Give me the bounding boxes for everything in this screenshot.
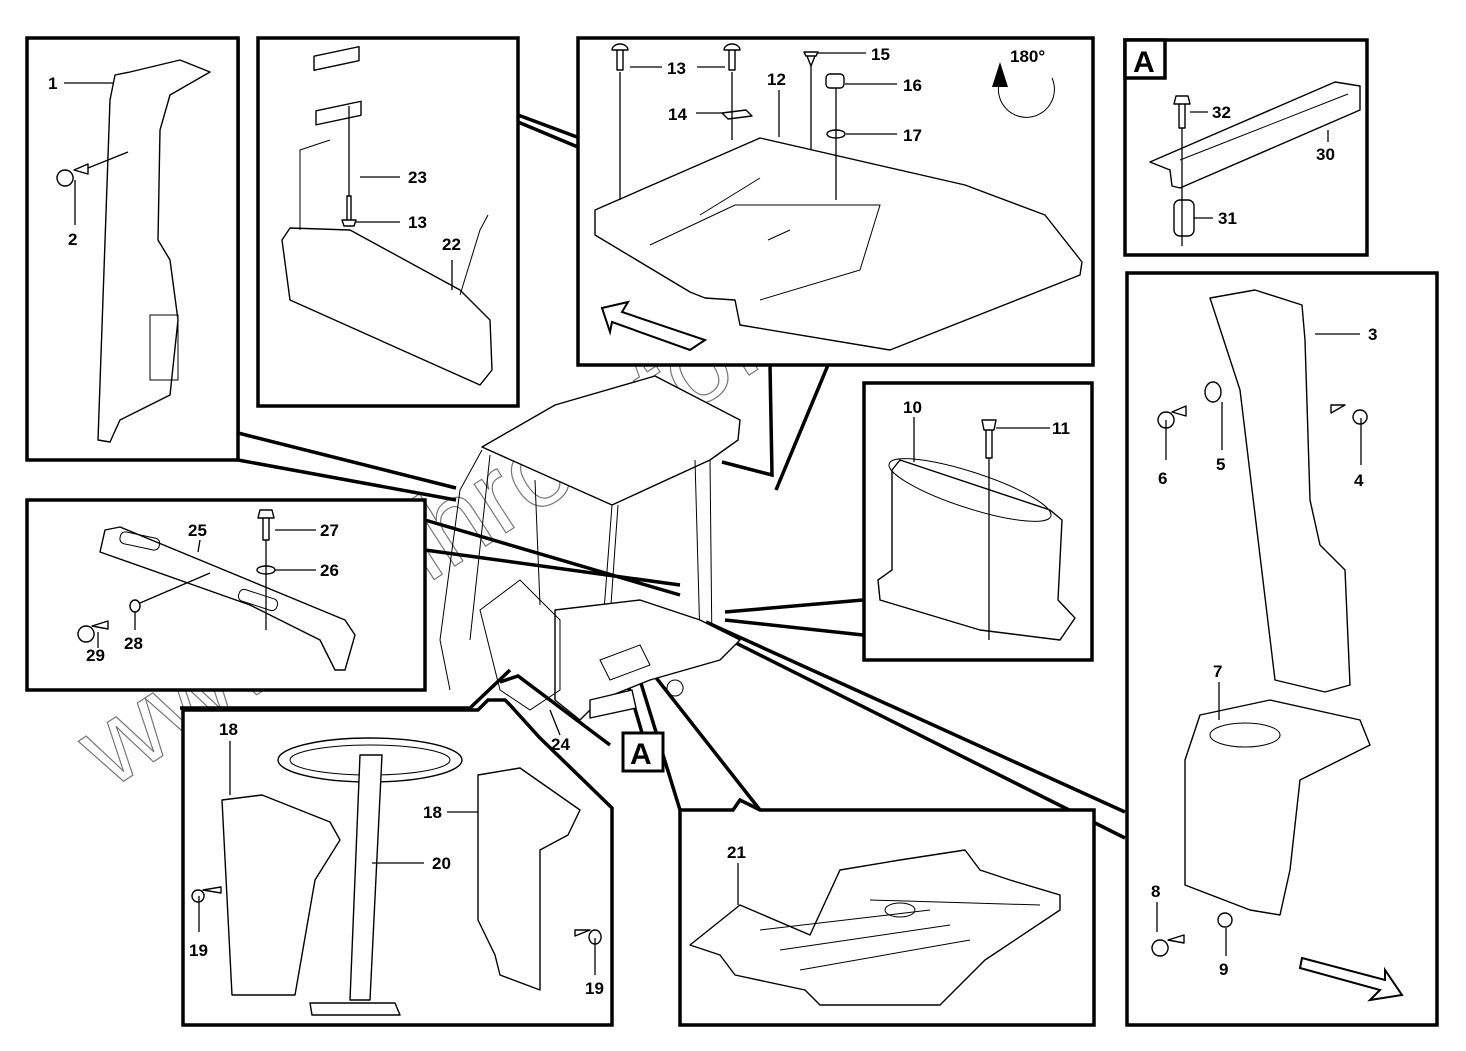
column-cover-left-part xyxy=(221,794,341,996)
spacer-icon xyxy=(1173,199,1195,237)
sun-visor-part xyxy=(281,227,493,386)
panel-side-trim: 25 27 26 29 28 xyxy=(25,498,427,692)
panel-detail-a: A 32 30 31 xyxy=(1123,38,1369,257)
detail-a-marker-letter: A xyxy=(630,738,652,771)
label-12: 12 xyxy=(767,70,786,89)
detail-a-badge xyxy=(1123,38,1167,80)
label-5: 5 xyxy=(1216,455,1225,474)
side-trim-part xyxy=(99,526,356,671)
panel-steering-column: 18 18 20 19 19 xyxy=(181,698,614,1027)
label-28: 28 xyxy=(124,634,143,653)
panel-air-duct: 10 11 xyxy=(862,381,1094,662)
label-16: 16 xyxy=(903,76,922,95)
callout-leaders xyxy=(180,38,1126,840)
air-duct-part xyxy=(877,459,1076,641)
label-14: 14 xyxy=(668,105,687,124)
bolt-icon xyxy=(341,195,357,227)
label-2: 2 xyxy=(68,230,77,249)
label-30: 30 xyxy=(1316,145,1335,164)
screw-icon xyxy=(56,163,89,187)
label-26: 26 xyxy=(320,561,339,580)
label-13-visor: 13 xyxy=(408,213,427,232)
label-20: 20 xyxy=(432,854,451,873)
detail-a-marker xyxy=(621,731,665,773)
label-13-left: 13 xyxy=(667,59,686,78)
direction-arrow-icon xyxy=(600,300,708,352)
label-3: 3 xyxy=(1368,325,1377,344)
label-9: 9 xyxy=(1219,960,1228,979)
panel-roof-plate: 180° 13 14 12 15 16 17 xyxy=(576,36,1095,367)
screw-icon xyxy=(803,51,819,67)
label-31: 31 xyxy=(1218,209,1237,228)
label-29: 29 xyxy=(86,646,105,665)
step-rail-part xyxy=(1149,81,1361,189)
rotate-180-icon xyxy=(997,77,1055,118)
panel-right-pillar: 3 6 5 4 7 8 9 xyxy=(1125,271,1439,1027)
label-8: 8 xyxy=(1151,882,1160,901)
label-4: 4 xyxy=(1354,471,1364,490)
cup-holder-part xyxy=(1184,699,1371,916)
label-25: 25 xyxy=(188,521,207,540)
label-27: 27 xyxy=(320,521,339,540)
cab-frame: 24 A xyxy=(439,375,741,773)
pillar-trim-part xyxy=(97,59,211,443)
bolt-icon xyxy=(981,419,997,459)
bolt-icon xyxy=(1173,95,1191,129)
panel-floor-mat: 21 xyxy=(678,797,1096,1027)
label-24: 24 xyxy=(551,735,570,754)
direction-arrow-icon xyxy=(1298,956,1404,1002)
screw-icon xyxy=(1151,934,1185,957)
label-18-left: 18 xyxy=(219,720,238,739)
rotation-note: 180° xyxy=(1010,47,1045,66)
label-15: 15 xyxy=(871,45,890,64)
label-21: 21 xyxy=(727,843,746,862)
label-10: 10 xyxy=(903,398,922,417)
label-6: 6 xyxy=(1158,469,1167,488)
label-19-right: 19 xyxy=(585,979,604,998)
bolt-icon xyxy=(257,509,275,541)
column-cover-right-part xyxy=(477,767,581,991)
label-23: 23 xyxy=(408,168,427,187)
label-19-left: 19 xyxy=(189,941,208,960)
label-1: 1 xyxy=(48,74,57,93)
washer-icon xyxy=(129,599,141,613)
pillar-trim-part xyxy=(1209,289,1351,693)
spacer-icon xyxy=(825,73,845,89)
label-7: 7 xyxy=(1213,662,1222,681)
label-17: 17 xyxy=(903,126,922,145)
steering-column-part xyxy=(349,754,383,1001)
screw-icon xyxy=(1157,405,1187,429)
screw-icon xyxy=(77,620,109,643)
washer-icon xyxy=(1217,912,1233,928)
bolt-icon xyxy=(723,43,741,71)
cab-roof-part xyxy=(481,375,741,506)
plate-part xyxy=(594,137,1083,351)
plate-bracket-icon xyxy=(721,109,753,120)
panel-left-pillar: 1 2 xyxy=(25,36,240,462)
floor-mat-part xyxy=(689,849,1061,1006)
clip-icon xyxy=(1204,381,1222,403)
panel-sun-visor: 23 13 22 xyxy=(256,36,520,408)
label-18-right: 18 xyxy=(423,803,442,822)
label-11: 11 xyxy=(1052,419,1070,438)
label-22: 22 xyxy=(442,235,461,254)
label-32: 32 xyxy=(1212,103,1231,122)
detail-a-letter: A xyxy=(1133,46,1155,79)
bolt-icon xyxy=(611,43,629,71)
